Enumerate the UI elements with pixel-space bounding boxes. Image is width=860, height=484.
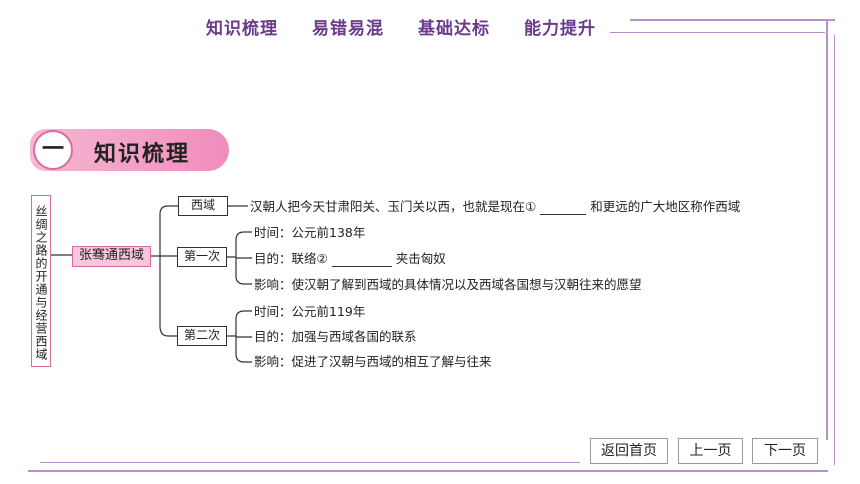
next-page-button[interactable]: 下一页 xyxy=(752,438,818,464)
node-xiyu: 西域 xyxy=(178,196,228,216)
xiyu-text-after: 和更远的广大地区称作西域 xyxy=(590,199,741,214)
nav-basic[interactable]: 基础达标 xyxy=(418,19,490,39)
nav-mistakes[interactable]: 易错易混 xyxy=(312,19,384,39)
second-impact: 影响：促进了汉朝与西域的相互了解与往来 xyxy=(254,354,492,369)
right-deco-line-2 xyxy=(834,35,835,465)
bottom-deco-line xyxy=(28,470,828,472)
first-purpose-before: 目的：联络② xyxy=(254,251,328,266)
node-first-mission: 第一次 xyxy=(177,247,227,267)
second-time: 时间：公元前119年 xyxy=(254,304,366,319)
prev-page-button[interactable]: 上一页 xyxy=(678,438,743,464)
section-number: 一 xyxy=(33,130,73,170)
mindmap-main-node: 张骞通西域 xyxy=(72,246,151,267)
top-nav: 知识梳理 易错易混 基础达标 能力提升 xyxy=(206,14,596,39)
first-impact: 影响：使汉朝了解到西域的具体情况以及西域各国想与汉朝往来的愿望 xyxy=(254,277,642,292)
nav-ability[interactable]: 能力提升 xyxy=(524,19,596,39)
first-time: 时间：公元前138年 xyxy=(254,225,366,240)
blank-2 xyxy=(331,254,392,267)
top-deco-line-2 xyxy=(610,32,825,33)
section-header: 一 知识梳理 xyxy=(30,129,229,171)
xiyu-text-before: 汉朝人把今天甘肃阳关、玉门关以西，也就是现在① xyxy=(250,199,537,214)
xiyu-definition: 汉朝人把今天甘肃阳关、玉门关以西，也就是现在① 和更远的广大地区称作西域 xyxy=(250,199,740,215)
home-button[interactable]: 返回首页 xyxy=(590,438,668,464)
section-title: 知识梳理 xyxy=(94,142,191,167)
second-purpose: 目的：加强与西域各国的联系 xyxy=(254,329,417,344)
nav-knowledge[interactable]: 知识梳理 xyxy=(206,19,278,39)
top-deco-line xyxy=(630,19,835,21)
node-second-mission: 第二次 xyxy=(177,326,227,346)
first-purpose: 目的：联络② 夹击匈奴 xyxy=(254,251,446,267)
first-purpose-after: 夹击匈奴 xyxy=(395,251,446,266)
mindmap-root: 丝绸之路的开通与经营西域 xyxy=(31,195,51,367)
blank-1 xyxy=(540,202,587,215)
right-deco-line xyxy=(826,20,828,440)
bottom-deco-line-2 xyxy=(40,462,580,463)
